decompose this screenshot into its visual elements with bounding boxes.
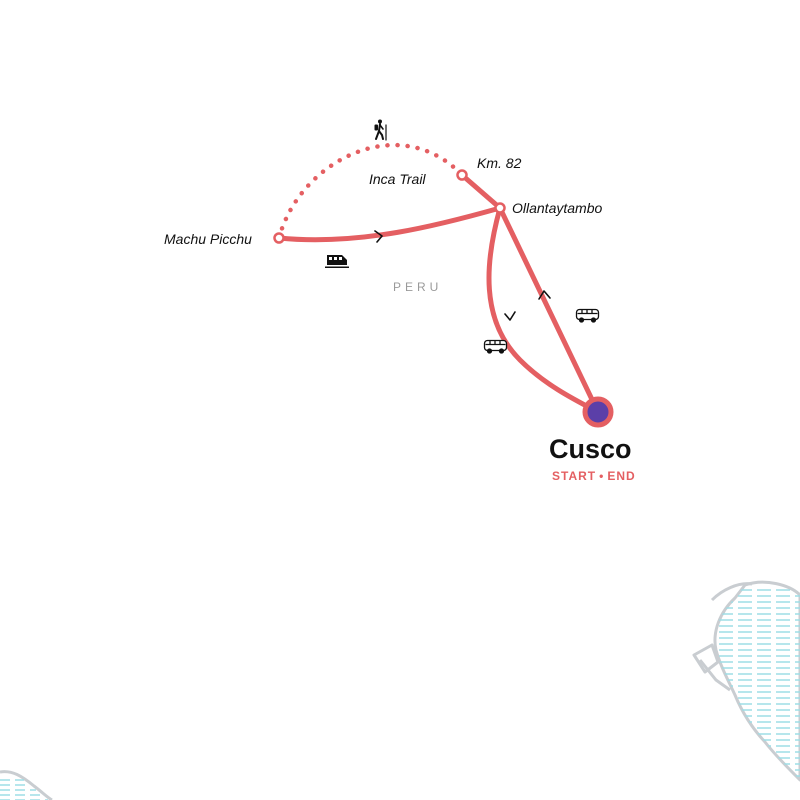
route-ollantaytambo-cusco [486, 205, 601, 415]
stop-marker-ollantaytambo[interactable] [494, 202, 506, 214]
stop-label-km82[interactable]: Km. 82 [477, 155, 522, 171]
route-lines [276, 143, 601, 415]
stop-markers [273, 169, 614, 428]
start-end-marker-cusco[interactable] [582, 396, 614, 428]
direction-arrow-icon [374, 230, 383, 243]
stop-label-machu-picchu[interactable]: Machu Picchu [164, 231, 252, 247]
bus-icon [575, 308, 600, 323]
bus-icon [483, 339, 508, 354]
hiker-icon [374, 119, 387, 141]
inca-trail-path [276, 143, 465, 241]
country-label: PERU [393, 280, 443, 294]
stop-marker-machu-picchu[interactable] [273, 232, 285, 244]
end-label: END [607, 469, 636, 483]
separator-dot: • [599, 469, 605, 483]
lake-titicaca [692, 580, 800, 782]
train-icon [325, 255, 349, 268]
trek-label-inca-trail: Inca Trail [369, 171, 426, 187]
route-cusco-ollantaytambo [497, 205, 601, 415]
start-label: START [552, 469, 597, 483]
direction-arrow-icon [504, 311, 516, 321]
start-end-city-label[interactable]: Cusco [549, 434, 632, 464]
direction-arrow-icon [538, 290, 551, 300]
stop-label-ollantaytambo[interactable]: Ollantaytambo [512, 200, 603, 216]
route-ollantaytambo-km82 [459, 172, 503, 211]
coastline [0, 770, 53, 800]
start-end-subtitle: START•END [552, 469, 636, 483]
stop-marker-km82[interactable] [456, 169, 468, 181]
route-machupicchu-ollantaytambo [276, 205, 503, 243]
